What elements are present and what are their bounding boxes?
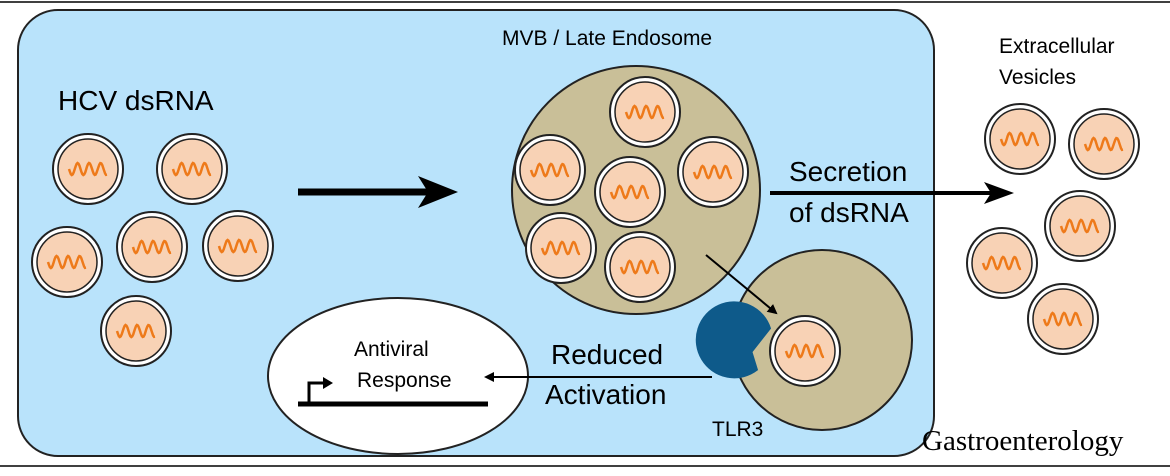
extracellular-label-line2: Vesicles [999, 66, 1076, 89]
dsrna-wave-icon [46, 254, 87, 270]
tlr3-receptor-icon [695, 301, 772, 379]
uptake-arrow-head [418, 176, 458, 208]
vesicle-dsrna-icon [1068, 108, 1140, 180]
secretion-arrow-head [984, 182, 1014, 204]
vesicle-dsrna-icon [604, 231, 676, 303]
reduced-label-line1: Reduced [551, 339, 663, 370]
dsrna-wave-icon [529, 162, 570, 178]
dsrna-wave-icon [981, 255, 1022, 271]
vesicle-dsrna-icon [116, 211, 188, 283]
dsrna-wave-icon [67, 161, 108, 177]
vesicle-dsrna-icon [1044, 190, 1116, 262]
dsrna-wave-icon [171, 161, 212, 177]
journal-logo: Gastroenterology [922, 425, 1124, 457]
vesicle-dsrna-icon [156, 133, 228, 205]
dsrna-wave-icon [217, 238, 258, 254]
vesicle-dsrna-icon [31, 226, 103, 298]
vesicle-dsrna-icon [594, 156, 666, 228]
dsrna-wave-icon [1042, 311, 1083, 327]
mvb-to-endosome-arrow [705, 254, 778, 315]
vesicle-dsrna-icon [202, 210, 274, 282]
dsrna-wave-icon [999, 131, 1040, 147]
mvb-label: MVB / Late Endosome [502, 27, 712, 50]
dsrna-wave-icon [1059, 218, 1100, 234]
vesicle-dsrna-icon [769, 315, 841, 387]
dsrna-wave-icon [609, 184, 650, 200]
hcv-dsrna-label: HCV dsRNA [58, 85, 214, 116]
vesicle-dsrna-icon [984, 103, 1056, 175]
vesicle-dsrna-icon [609, 76, 681, 148]
vesicle-group [31, 76, 1140, 387]
dsrna-wave-icon [624, 104, 665, 120]
antiviral-label-line1: Antiviral [354, 338, 429, 361]
vesicle-dsrna-icon [100, 295, 172, 367]
reduced-label-line2: Activation [545, 379, 666, 410]
gene-promoter-icon [307, 381, 326, 404]
dsrna-wave-icon [692, 164, 733, 180]
promoter-arrowhead [323, 377, 333, 389]
antiviral-label-line2: Response [357, 369, 452, 392]
secretion-label-line1: Secretion [789, 156, 907, 187]
vesicle-dsrna-icon [1027, 283, 1099, 355]
dsrna-wave-icon [619, 259, 660, 275]
dsrna-wave-icon [131, 239, 172, 255]
dsrna-wave-icon [784, 343, 825, 359]
vesicle-dsrna-icon [677, 136, 749, 208]
vesicle-dsrna-icon [514, 134, 586, 206]
secretion-label-line2: of dsRNA [789, 197, 909, 228]
extracellular-label-line1: Extracellular [999, 35, 1115, 58]
dsrna-wave-icon [115, 323, 156, 339]
tlr3-label: TLR3 [712, 418, 763, 441]
vesicle-dsrna-icon [966, 227, 1038, 299]
vesicle-dsrna-icon [525, 212, 597, 284]
vesicle-dsrna-icon [52, 133, 124, 205]
dsrna-wave-icon [1083, 136, 1124, 152]
dsrna-wave-icon [540, 240, 581, 256]
